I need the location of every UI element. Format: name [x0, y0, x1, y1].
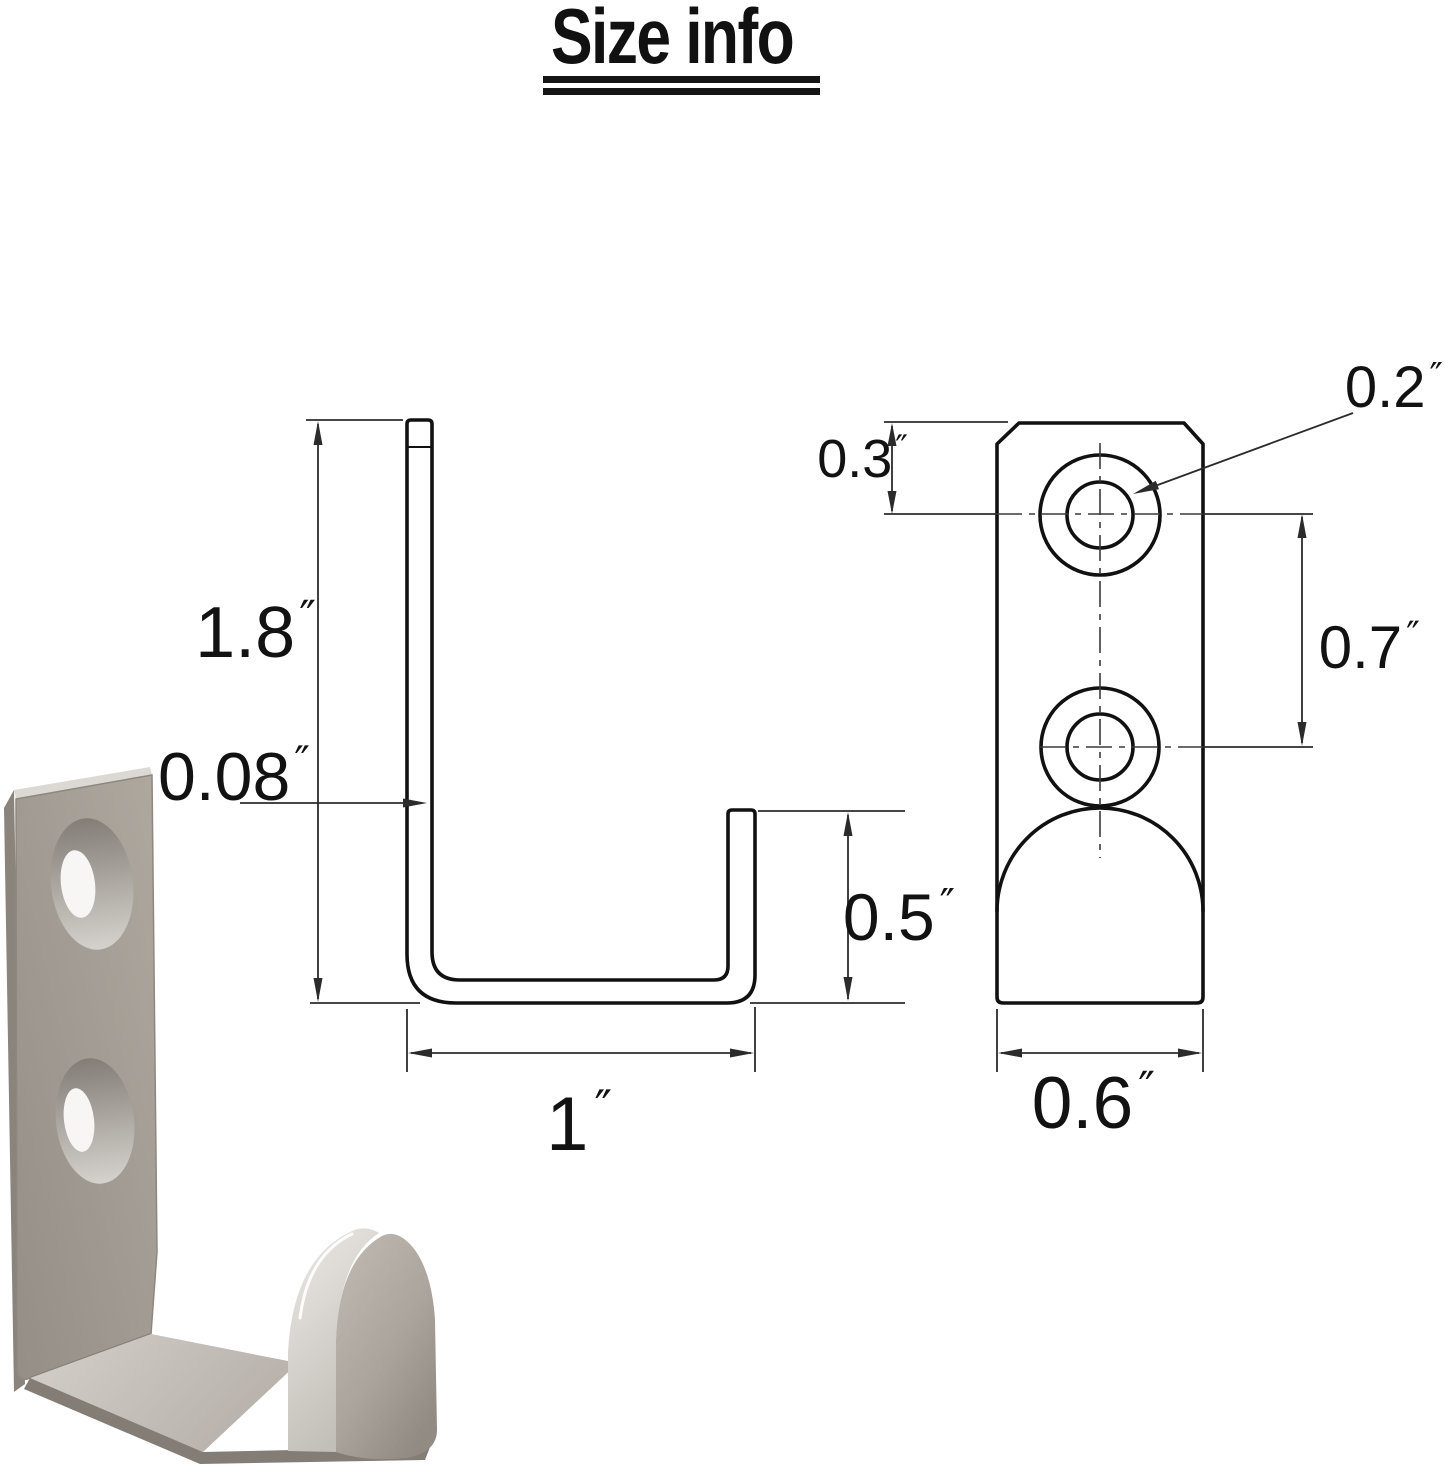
arrow-up-icon [1297, 514, 1307, 538]
arrow-down-left-icon [1133, 480, 1159, 494]
dim-label-height: 1.8″ [195, 591, 316, 673]
page-title: Size info [551, 0, 795, 80]
arrow-down-icon [313, 978, 323, 1002]
dim-thickness: 0.08″ [158, 737, 427, 815]
photo-plate-top-edge [14, 767, 152, 799]
arrow-up-icon [887, 423, 897, 446]
dim-label-lip-height: 0.5″ [843, 880, 955, 954]
dim-top-offset: 0.3″ [817, 421, 1008, 515]
dim-hole-spacing: 0.7″ [1203, 513, 1420, 748]
title-underline-bottom [543, 88, 820, 95]
front-view-drawing: 0.3″ 0.2″ 0.7″ [817, 355, 1443, 1144]
photo-lip-glint [298, 1232, 354, 1320]
dim-label-thickness: 0.08″ [158, 737, 310, 815]
dim-label-top-offset: 0.3″ [817, 428, 908, 489]
side-view-drawing: 1.8″ 0.08″ 0.5″ [158, 418, 955, 1167]
dim-plate-width: 0.6″ [996, 1009, 1204, 1144]
dim-label-plate-width: 0.6″ [1032, 1062, 1155, 1144]
dim-height: 1.8″ [195, 419, 420, 1004]
arrow-up-icon [313, 421, 323, 445]
dim-label-base-depth: 1″ [546, 1081, 612, 1167]
title-underline-top [543, 76, 820, 83]
arrow-down-icon [887, 491, 897, 514]
dim-lip-height: 0.5″ [750, 810, 955, 1004]
photo-lip-face [336, 1233, 437, 1460]
product-photo [4, 767, 437, 1464]
arrow-up-icon [843, 812, 853, 836]
photo-arm-top-surface [30, 1334, 298, 1452]
dim-base-depth: 1″ [406, 1007, 756, 1167]
arrow-left-icon [408, 1048, 432, 1058]
arrow-right-icon [1178, 1048, 1202, 1058]
dim-hole-diameter: 0.2″ [1133, 355, 1443, 494]
photo-lip-edge-highlight [288, 1228, 379, 1452]
dim-label-hole-spacing: 0.7″ [1319, 614, 1420, 681]
arrow-right-icon [730, 1048, 754, 1058]
photo-top-hole [60, 850, 96, 918]
side-view-hook-profile [405, 418, 757, 1005]
arrow-down-icon [1297, 722, 1307, 746]
leader-line [1154, 412, 1354, 487]
photo-bottom-hole [63, 1088, 95, 1152]
front-view-arch [995, 806, 1205, 913]
arrow-down-icon [843, 977, 853, 1001]
dim-label-hole-diameter: 0.2″ [1345, 355, 1443, 420]
arrow-left-icon [998, 1048, 1022, 1058]
arrow-right-icon [403, 798, 427, 808]
